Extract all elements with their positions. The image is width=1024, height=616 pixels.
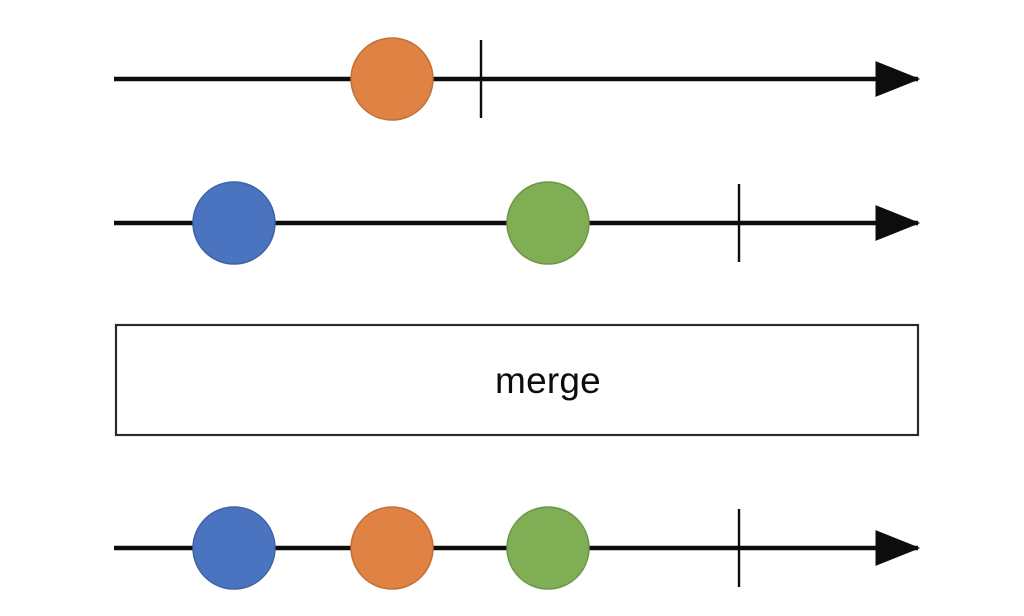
event-marker-green[interactable] xyxy=(506,181,590,265)
event-marker-blue[interactable] xyxy=(192,506,276,590)
timeline-input-b xyxy=(114,181,921,265)
timeline-output-merged xyxy=(114,506,921,590)
timeline-input-a xyxy=(114,37,921,121)
merge-box-group[interactable]: merge xyxy=(114,323,920,437)
event-marker-blue[interactable] xyxy=(192,181,276,265)
event-marker-green[interactable] xyxy=(506,506,590,590)
event-marker-orange[interactable] xyxy=(350,37,434,121)
event-marker-orange[interactable] xyxy=(350,506,434,590)
merge-box-label: merge xyxy=(495,360,601,401)
timeline-rows-layer xyxy=(114,37,921,590)
merge-box[interactable] xyxy=(114,323,920,437)
